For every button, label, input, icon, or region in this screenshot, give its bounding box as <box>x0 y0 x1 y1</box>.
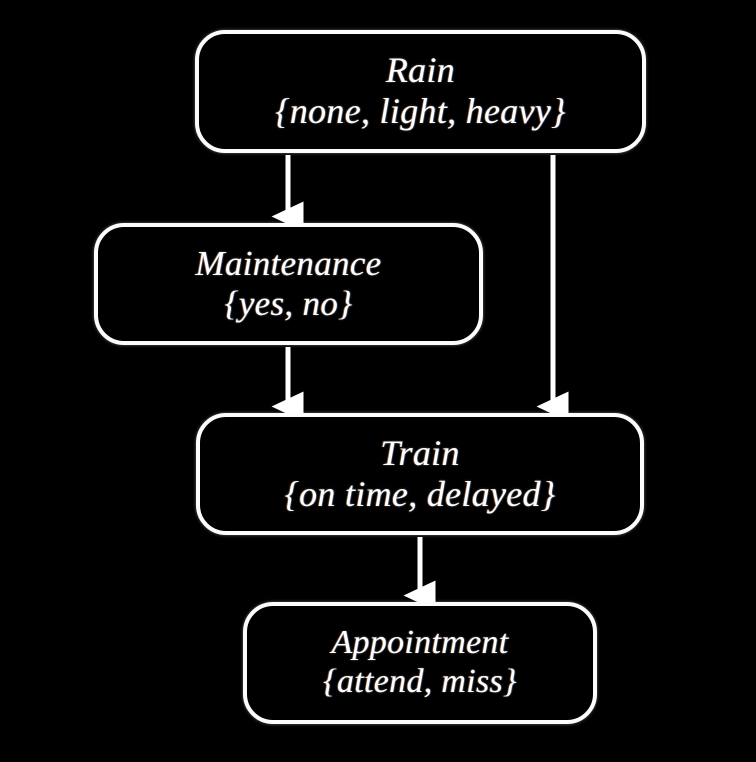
node-rain-title: Rain <box>385 50 456 91</box>
node-train-title: Train <box>380 432 460 473</box>
node-appointment-states: {attend, miss} <box>323 662 517 700</box>
node-maintenance-states: {yes, no} <box>224 283 353 323</box>
node-appointment[interactable]: Appointment {attend, miss} <box>243 602 597 724</box>
node-train[interactable]: Train {on time, delayed} <box>196 413 644 535</box>
node-rain[interactable]: Rain {none, light, heavy} <box>195 30 646 153</box>
node-train-states: {on time, delayed} <box>284 473 556 514</box>
node-rain-states: {none, light, heavy} <box>275 91 566 132</box>
node-maintenance[interactable]: Maintenance {yes, no} <box>94 223 483 345</box>
node-maintenance-title: Maintenance <box>195 243 382 283</box>
node-appointment-title: Appointment <box>331 623 509 661</box>
